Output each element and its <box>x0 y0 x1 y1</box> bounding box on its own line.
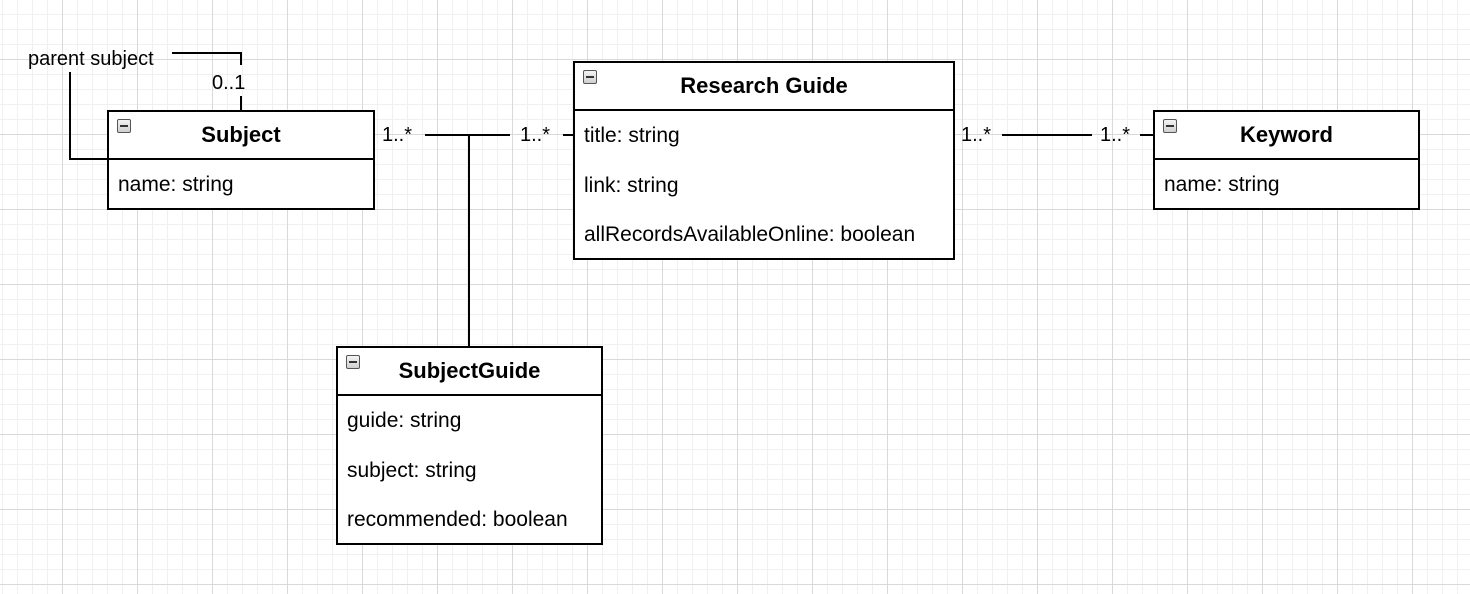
keyword-class-title: Keyword <box>1240 122 1333 147</box>
subject-guide-attribute[interactable]: subject: string <box>347 458 477 482</box>
subject-guide-class[interactable]: SubjectGuide guide: string subject: stri… <box>336 346 603 545</box>
subject-guide-class-header[interactable]: SubjectGuide <box>338 348 601 396</box>
research-guide-class[interactable]: Research Guide title: string link: strin… <box>573 61 955 260</box>
guide-keyword-keyword-end-multiplicity: 1..* <box>1100 124 1131 146</box>
minus-box-icon[interactable] <box>346 355 360 369</box>
subject-guide-class-title: SubjectGuide <box>398 358 541 383</box>
subject-attribute[interactable]: name: string <box>118 173 234 196</box>
self-association-line[interactable] <box>69 72 108 160</box>
parent-subject-role-label: parent subject <box>28 48 154 70</box>
guide-end-multiplicity: 1..* <box>520 124 551 146</box>
minus-box-icon[interactable] <box>583 70 597 84</box>
research-guide-class-header[interactable]: Research Guide <box>575 63 953 111</box>
keyword-attribute[interactable]: name: string <box>1164 173 1280 196</box>
parent-subject-multiplicity: 0..1 <box>212 72 246 94</box>
subject-guide-attribute[interactable]: recommended: boolean <box>347 508 568 531</box>
research-guide-class-title: Research Guide <box>680 73 848 98</box>
subject-end-multiplicity: 1..* <box>382 124 413 146</box>
subject-class[interactable]: Subject name: string <box>107 110 375 210</box>
keyword-class-header[interactable]: Keyword <box>1155 112 1418 160</box>
self-association-line-top[interactable] <box>172 52 242 65</box>
keyword-class[interactable]: Keyword name: string <box>1153 110 1420 210</box>
subject-class-header[interactable]: Subject <box>109 112 373 160</box>
research-guide-attribute[interactable]: allRecordsAvailableOnline: boolean <box>584 223 916 246</box>
research-guide-attribute[interactable]: title: string <box>584 124 680 147</box>
subject-class-title: Subject <box>201 122 281 147</box>
minus-box-icon[interactable] <box>117 119 131 133</box>
research-guide-attribute[interactable]: link: string <box>584 173 679 197</box>
subject-guide-attribute[interactable]: guide: string <box>347 409 462 432</box>
minus-box-icon[interactable] <box>1163 119 1177 133</box>
guide-keyword-guide-end-multiplicity: 1..* <box>961 124 992 146</box>
